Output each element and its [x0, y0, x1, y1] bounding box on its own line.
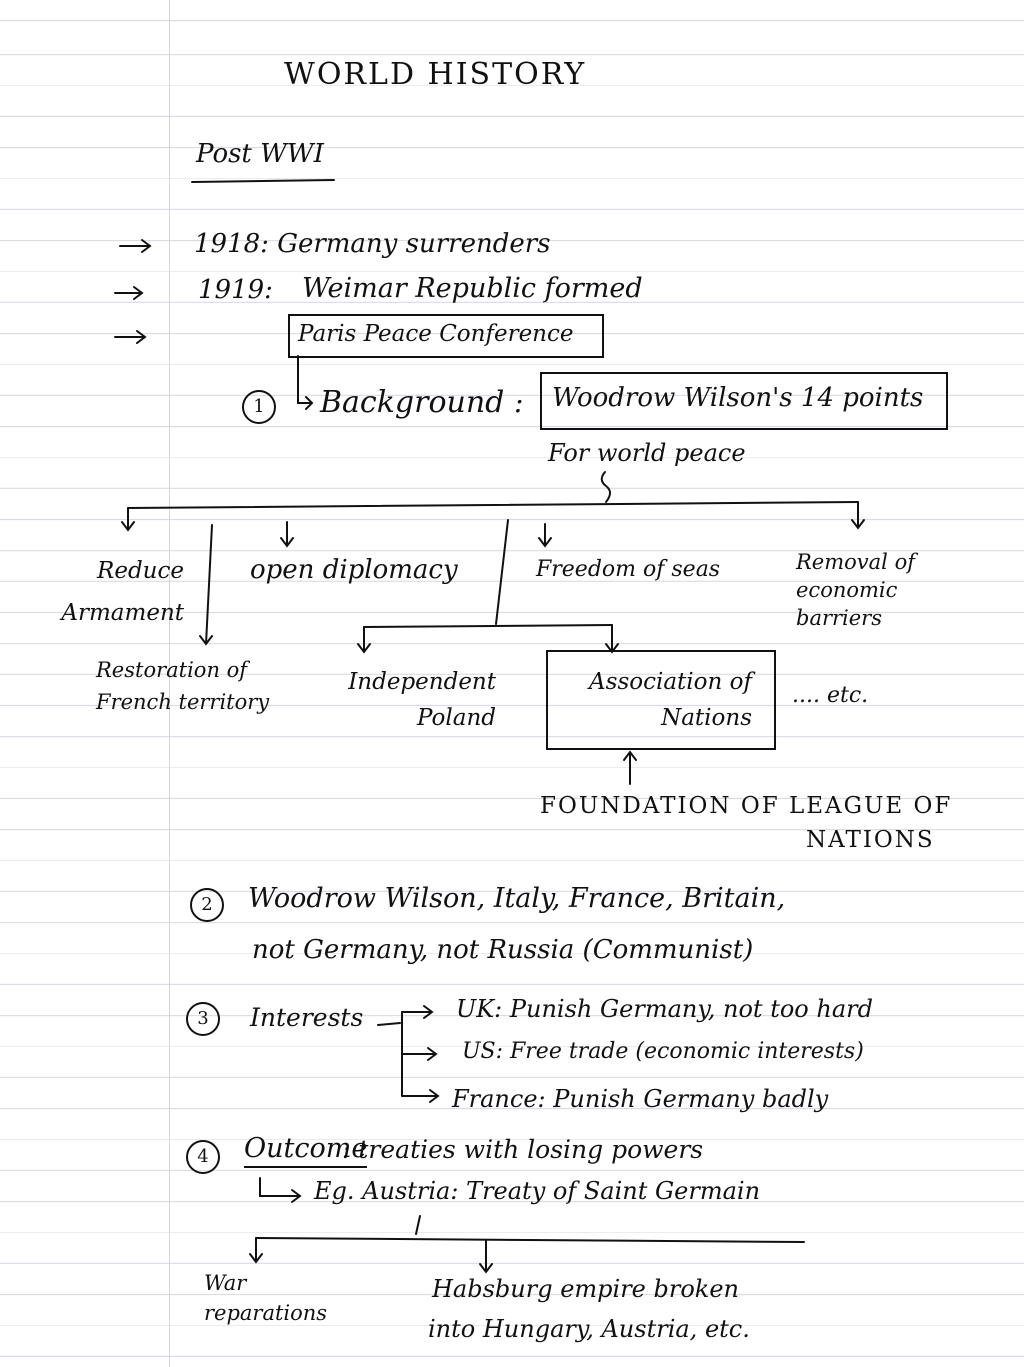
timeline-1918: 1918: Germany surrenders [194, 229, 551, 259]
conference-label: Paris Peace Conference [298, 321, 574, 347]
participants-line-1: Woodrow Wilson, Italy, France, Britain, [248, 883, 786, 914]
subtitle: Post WWI [196, 139, 324, 169]
fourteen-points-label: Woodrow Wilson's 14 points [552, 383, 924, 413]
habsburg-line-2: into Hungary, Austria, etc. [428, 1315, 750, 1343]
war-reparations: War reparations [204, 1271, 328, 1325]
participants-line-2: not Germany, not Russia (Communist) [252, 935, 754, 965]
world-peace-note: For world peace [548, 439, 746, 467]
interest-france: France: Punish Germany badly [452, 1085, 829, 1113]
interests-label: Interests [250, 1003, 364, 1032]
section-2-number: 2 [190, 888, 224, 922]
timeline-1919-text: Weimar Republic formed [302, 273, 643, 304]
outcome-text: : treaties with losing powers [342, 1135, 704, 1164]
margin-line [169, 0, 170, 1367]
interest-uk: UK: Punish Germany, not too hard [456, 995, 873, 1023]
section-4-number: 4 [186, 1140, 220, 1174]
point-open-diplomacy: open diplomacy [250, 555, 458, 585]
point-etc: .... etc. [792, 683, 869, 708]
timeline-1919-year: 1919: [198, 275, 273, 305]
section-3-number: 3 [186, 1002, 220, 1036]
habsburg-line-1: Habsburg empire broken [432, 1275, 739, 1303]
foundation-line-2: NATIONS [806, 827, 935, 853]
section-1-number: 1 [242, 390, 276, 424]
page-title: WORLD HISTORY [284, 57, 587, 92]
point-removal-of-barriers: Removal of economic barriers [796, 550, 915, 630]
outcome-example: Eg. Austria: Treaty of Saint Germain [314, 1177, 761, 1205]
background-colon: : [514, 386, 524, 419]
background-label: Background [320, 385, 505, 420]
point-independent-poland: Independent Poland [348, 669, 496, 731]
point-association-of-nations: Association of Nations [589, 669, 752, 731]
fourteen-points-box [540, 372, 948, 430]
point-freedom-of-seas: Freedom of seas [536, 557, 721, 582]
conference-box [288, 314, 604, 358]
association-box [546, 650, 776, 750]
point-restoration-french-territory: Restoration of French territory [96, 658, 270, 714]
outcome-label: Outcome [244, 1134, 368, 1168]
foundation-line-1: FOUNDATION OF LEAGUE OF [540, 793, 953, 819]
point-reduce-armament: Reduce Armament [61, 558, 184, 626]
interest-us: US: Free trade (economic interests) [462, 1039, 864, 1064]
